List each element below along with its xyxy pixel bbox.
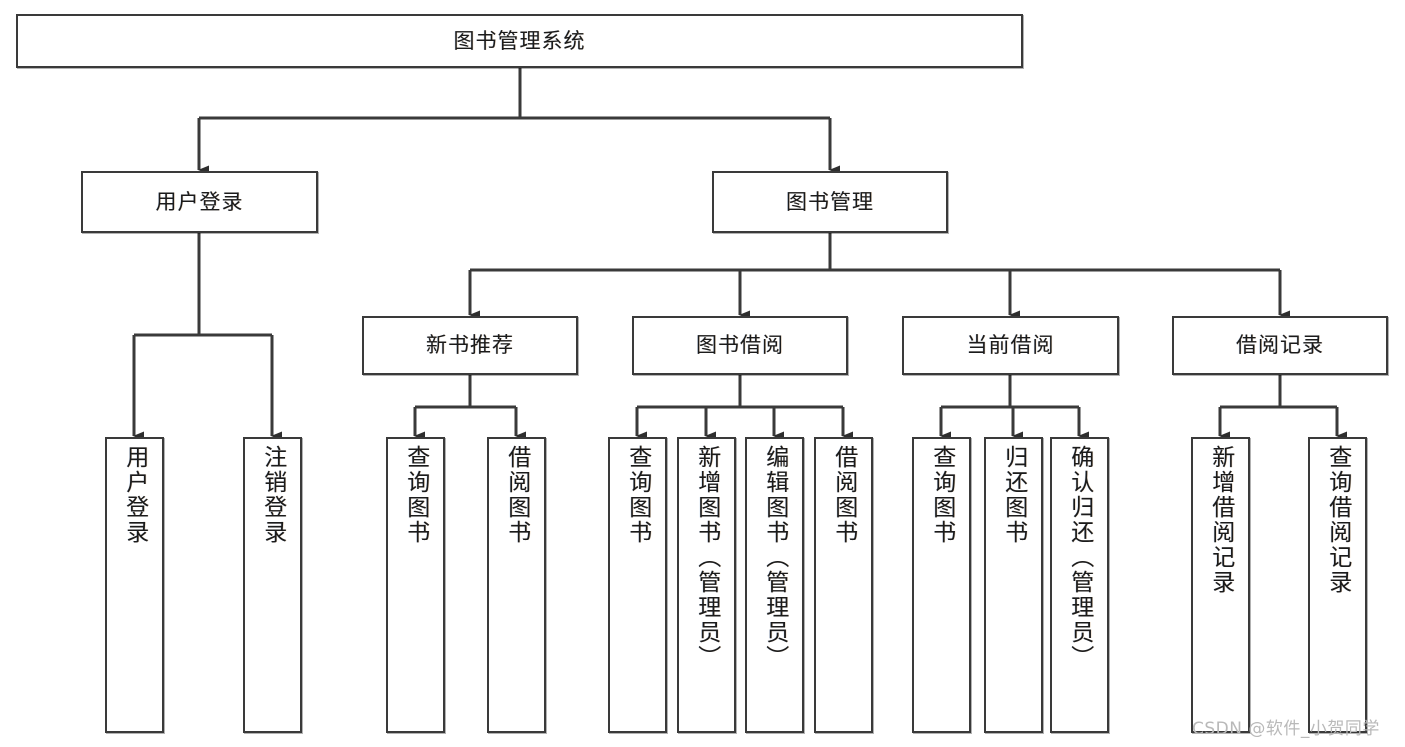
node-leaf-borrow-book-1[interactable]: 借阅图书 [487, 437, 546, 733]
node-book-borrow[interactable]: 图书借阅 [632, 316, 848, 375]
node-new-book-recommend-label: 新书推荐 [426, 333, 514, 358]
node-leaf-borrow-book-1-label: 借阅图书 [503, 445, 530, 545]
node-leaf-query-book-2[interactable]: 查询图书 [608, 437, 667, 733]
node-leaf-edit-book-label: 编辑图书（管理员） [761, 445, 788, 670]
node-leaf-confirm-return[interactable]: 确认归还（管理员） [1050, 437, 1109, 733]
node-current-borrow-label: 当前借阅 [966, 333, 1055, 358]
node-leaf-return-book-label: 归还图书 [1000, 445, 1027, 545]
node-borrow-record-label: 借阅记录 [1236, 333, 1324, 358]
csdn-watermark: CSDN @软件_小贺同学 [1192, 719, 1380, 739]
node-book-management-label: 图书管理 [786, 189, 874, 214]
node-book-management[interactable]: 图书管理 [712, 171, 948, 233]
node-leaf-user-login-label: 用户登录 [121, 445, 148, 545]
node-leaf-borrow-book-2-label: 借阅图书 [830, 445, 857, 545]
node-leaf-borrow-book-2[interactable]: 借阅图书 [814, 437, 873, 733]
node-leaf-query-book-2-label: 查询图书 [624, 445, 651, 545]
node-root-label: 图书管理系统 [453, 28, 586, 53]
node-root[interactable]: 图书管理系统 [16, 14, 1023, 68]
node-leaf-add-borrow-record-label: 新增借阅记录 [1207, 445, 1234, 595]
node-leaf-query-book-1[interactable]: 查询图书 [386, 437, 445, 733]
node-leaf-return-book[interactable]: 归还图书 [984, 437, 1043, 733]
node-leaf-query-book-3[interactable]: 查询图书 [912, 437, 971, 733]
node-leaf-user-login[interactable]: 用户登录 [105, 437, 164, 733]
node-leaf-add-book-label: 新增图书（管理员） [693, 445, 720, 670]
node-new-book-recommend[interactable]: 新书推荐 [362, 316, 578, 375]
node-user-login-label: 用户登录 [155, 189, 244, 214]
node-leaf-query-borrow-record-label: 查询借阅记录 [1324, 445, 1351, 595]
node-leaf-query-book-3-label: 查询图书 [928, 445, 955, 545]
node-leaf-logout[interactable]: 注销登录 [243, 437, 302, 733]
node-book-borrow-label: 图书借阅 [696, 333, 784, 358]
node-leaf-logout-label: 注销登录 [259, 445, 286, 545]
node-leaf-edit-book[interactable]: 编辑图书（管理员） [745, 437, 804, 733]
node-user-login[interactable]: 用户登录 [81, 171, 318, 233]
node-leaf-add-borrow-record[interactable]: 新增借阅记录 [1191, 437, 1250, 733]
node-borrow-record[interactable]: 借阅记录 [1172, 316, 1388, 375]
node-current-borrow[interactable]: 当前借阅 [902, 316, 1119, 375]
node-leaf-query-book-1-label: 查询图书 [402, 445, 429, 545]
node-leaf-query-borrow-record[interactable]: 查询借阅记录 [1308, 437, 1367, 733]
node-leaf-add-book[interactable]: 新增图书（管理员） [677, 437, 736, 733]
node-leaf-confirm-return-label: 确认归还（管理员） [1066, 445, 1093, 670]
connector-lines [132, 68, 1347, 441]
